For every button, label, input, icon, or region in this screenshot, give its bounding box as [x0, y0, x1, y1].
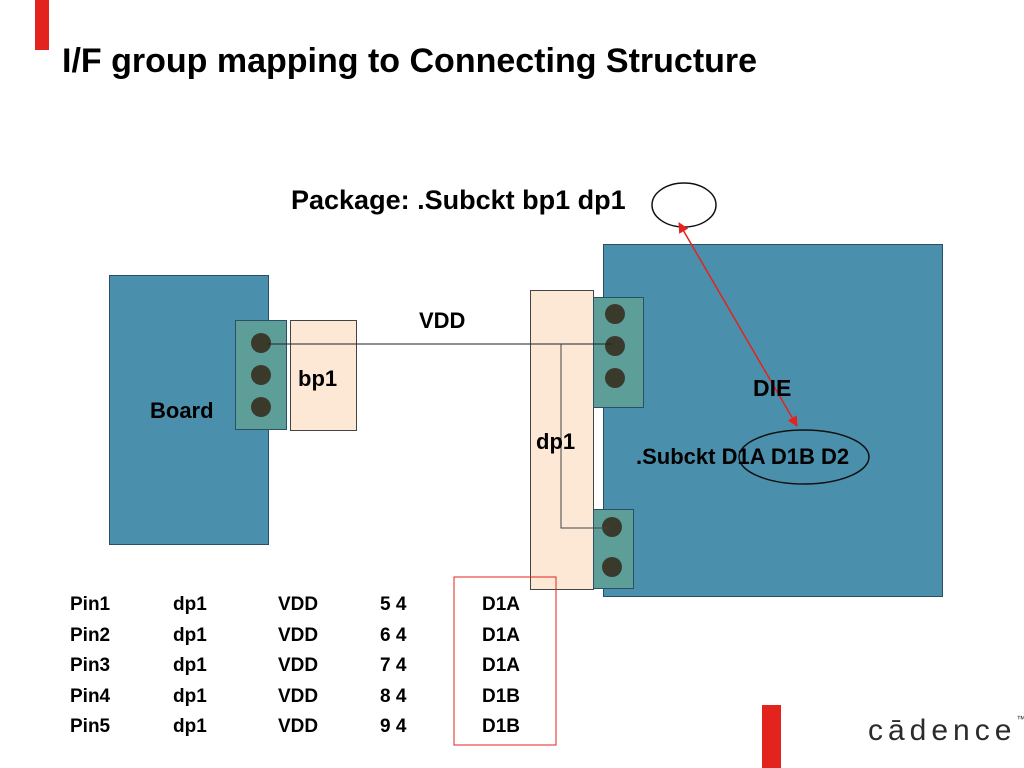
pin-name-cell: Pin5: [70, 716, 111, 737]
die-pin: [602, 557, 622, 577]
pin-node-cell: 7 4: [380, 655, 407, 676]
pin-net-cell: VDD: [278, 624, 319, 646]
pin-package-cell: dp1: [173, 685, 207, 707]
die-pin: [605, 304, 625, 324]
pin-die-cell: D1B: [482, 716, 521, 737]
pin-package-cell: dp1: [173, 624, 207, 646]
dp1-highlight-oval: [651, 182, 717, 228]
pin-die-cell: D1A: [482, 594, 521, 615]
board-pin: [251, 365, 271, 385]
pin-name-cell: Pin3: [70, 655, 111, 676]
table-row: Pin2 dp1 VDD 6 4 D1A: [70, 621, 520, 652]
pin-die-cell: D1A: [482, 624, 521, 646]
pin-package-cell: dp1: [173, 716, 207, 737]
pin-node-cell: 6 4: [380, 624, 407, 646]
mapping-arrow: [678, 222, 798, 427]
board-pin: [251, 397, 271, 417]
subckt-highlight-oval: [738, 429, 870, 485]
subckt-label: .Subckt D1A D1B D2: [636, 444, 850, 469]
dp1-internal-wire: [560, 344, 610, 529]
pin-name-cell: Pin1: [70, 594, 111, 615]
pin-die-cell: D1A: [482, 655, 521, 676]
die-pin: [602, 517, 622, 537]
pin-net-cell: VDD: [278, 594, 319, 615]
pin-package-cell: dp1: [173, 594, 207, 615]
pin-node-cell: 8 4: [380, 685, 407, 707]
pin-name-cell: Pin4: [70, 685, 111, 707]
table-row: Pin4 dp1 VDD 8 4 D1B: [70, 682, 520, 713]
pin-die-cell: D1B: [482, 685, 521, 707]
pin-net-cell: VDD: [278, 655, 319, 676]
pin-package-cell: dp1: [173, 655, 207, 676]
table-row: Pin5 dp1 VDD 9 4 D1B: [70, 712, 520, 743]
board-label: Board: [150, 398, 214, 423]
column-highlight-box: [453, 576, 557, 746]
die-label: DIE: [753, 375, 792, 401]
logo-trademark: ™: [1016, 714, 1024, 724]
pin-net-cell: VDD: [278, 685, 319, 707]
die-pin: [605, 336, 625, 356]
bp1-block: [290, 320, 357, 431]
cadence-logo: cādence™: [868, 714, 1024, 748]
slide-title: I/F group mapping to Connecting Structur…: [62, 42, 758, 80]
die-pin: [605, 368, 625, 388]
vdd-label: VDD: [419, 308, 466, 333]
board-pin: [251, 333, 271, 353]
logo-text: cādence: [868, 714, 1017, 747]
pin-mapping-table: Pin1 dp1 VDD 5 4 D1A Pin2 dp1 VDD 6 4 D1…: [70, 590, 520, 743]
dp1-block: [530, 290, 594, 590]
table-row: Pin3 dp1 VDD 7 4 D1A: [70, 651, 520, 682]
table-row: Pin1 dp1 VDD 5 4 D1A: [70, 590, 520, 621]
pin-node-cell: 9 4: [380, 716, 407, 737]
pin-node-cell: 5 4: [380, 594, 407, 615]
package-label: Package: .Subckt bp1 dp1: [291, 185, 626, 215]
bottom-accent-bar: [762, 705, 781, 768]
top-accent-bar: [35, 0, 49, 50]
pin-name-cell: Pin2: [70, 624, 111, 646]
dp1-label: dp1: [536, 429, 576, 454]
bp1-label: bp1: [298, 366, 338, 391]
pin-net-cell: VDD: [278, 716, 319, 737]
